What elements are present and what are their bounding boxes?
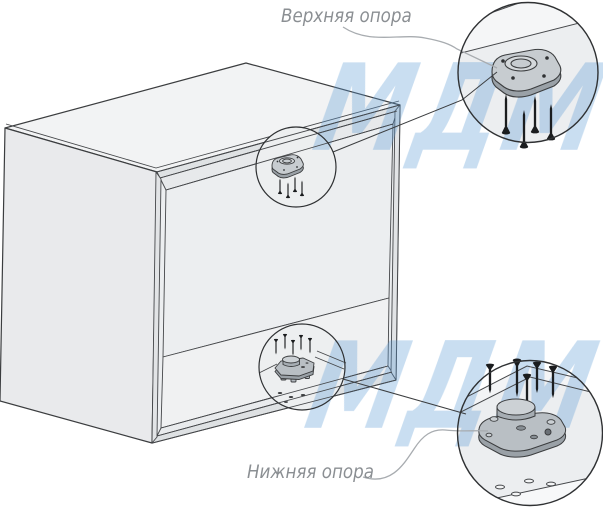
edge-line: [160, 365, 389, 429]
lower-support-foot: [478, 398, 567, 458]
foot-dome-top: [496, 398, 536, 416]
upper-detail-circle: [457, 1, 599, 144]
cabinet-edge-lines: [151, 104, 401, 444]
watermark-text-upper: МДМ: [304, 39, 603, 179]
leader-line-upper: [342, 26, 498, 69]
hole-mark: [284, 401, 288, 403]
panel-hole-marks-mini: [277, 392, 306, 403]
hole-mark: [300, 394, 306, 396]
panel-edge-line: [458, 16, 598, 58]
foot-slot: [530, 434, 538, 440]
foot-slot: [301, 366, 305, 368]
panel-hole: [546, 481, 556, 487]
screw-hole-dot: [296, 156, 299, 159]
upper-support-plate: [491, 48, 562, 98]
foot-pin-hole: [544, 428, 552, 436]
connector-line-upper: [332, 71, 498, 153]
foot-boss: [485, 432, 493, 438]
connector-lines: [332, 71, 498, 415]
foot-slot: [305, 362, 309, 364]
leader-line-lower: [362, 429, 489, 480]
panel-edge-line: [457, 376, 603, 416]
lower-callout-circle: [258, 323, 346, 411]
lower-support-label: Нижняя опора: [247, 461, 374, 483]
edge-line: [165, 123, 394, 191]
foot-boss: [546, 419, 556, 425]
plate-ring-inner: [282, 158, 292, 164]
lower-callout-panel-lines: [258, 350, 347, 374]
labels: Верхняя опора Нижняя опора: [247, 5, 412, 483]
screw-hole-dot: [296, 166, 298, 168]
foot-dome-top: [282, 355, 300, 364]
hole-mark: [277, 392, 283, 394]
leader-lines: [342, 26, 498, 480]
panel-edge-line: [258, 363, 278, 374]
screw-hole-dot: [542, 74, 546, 78]
panel-edge-line: [314, 356, 345, 370]
upper-support-plate-mini: [271, 154, 304, 179]
edge-line: [159, 110, 398, 179]
panel-edge-line: [316, 350, 347, 364]
watermark: МДМ МДМ: [296, 39, 603, 457]
left-edge-rim: [151, 171, 162, 444]
panel-hole: [524, 478, 534, 484]
plate-ring-inner: [510, 58, 532, 69]
edge-line: [156, 371, 393, 437]
connector-line-lower: [342, 378, 467, 415]
edge-line: [151, 379, 397, 444]
screw-hole-dot: [501, 59, 505, 63]
foot-boss: [489, 416, 499, 422]
panel-holes: [495, 478, 556, 497]
hole-mark: [288, 396, 294, 398]
screw-hole-dot: [283, 169, 285, 171]
screw-hole-dot: [511, 76, 515, 80]
panel-hole: [495, 484, 505, 490]
edge-line: [156, 104, 401, 173]
cabinet-left-face: [0, 127, 158, 444]
top-face-rim-line: [5, 100, 400, 169]
upper-support-label: Верхняя опора: [281, 5, 412, 27]
lower-support-foot-mini: [274, 355, 315, 383]
screw-hole-dot: [545, 56, 549, 60]
foot-slot: [516, 425, 526, 431]
upper-callout-circle: [255, 126, 337, 208]
panel-hole: [511, 491, 521, 497]
screw-hole-dot: [276, 160, 279, 163]
